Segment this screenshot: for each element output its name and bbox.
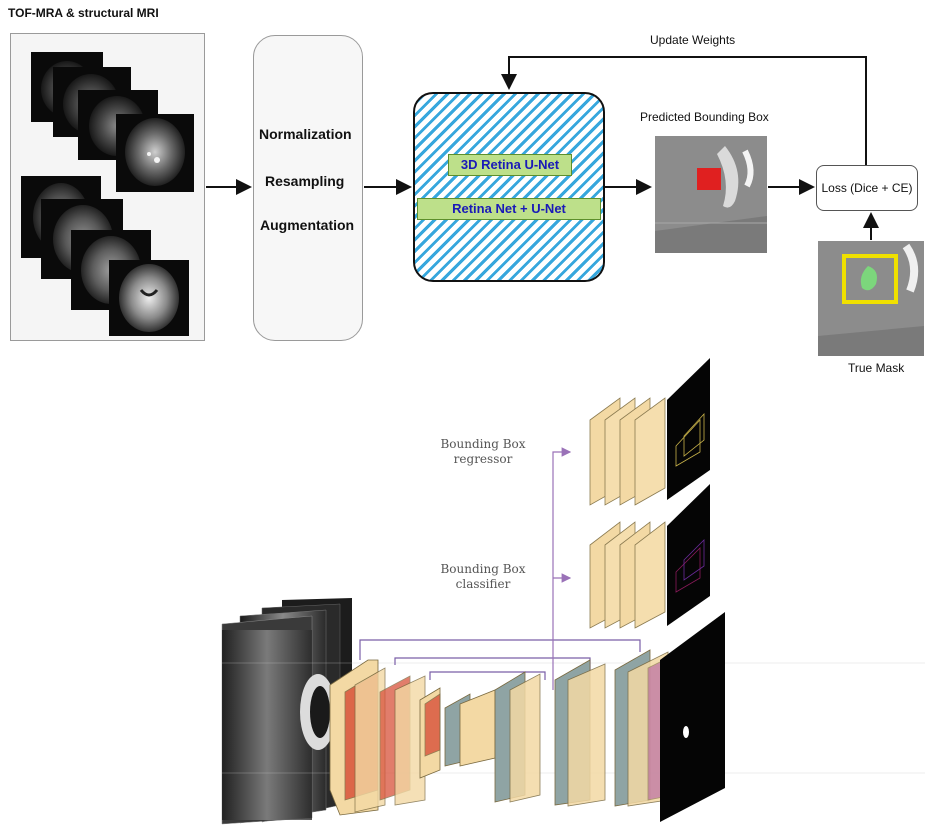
step-augmentation: Augmentation xyxy=(260,217,355,233)
true-mask-label: True Mask xyxy=(848,361,905,375)
model-label-3d-retina-unet: 3D Retina U-Net xyxy=(448,154,572,176)
bbox-regressor-label: Bounding Box regressor xyxy=(428,437,538,467)
classifier-head xyxy=(589,484,710,629)
predicted-bbox-image xyxy=(655,136,767,253)
loss-box: Loss (Dice + CE) xyxy=(816,165,918,211)
bbox-classifier-line1: Bounding Box xyxy=(440,562,526,576)
encoder-blocks xyxy=(329,659,496,816)
bbox-regressor-line2: regressor xyxy=(453,452,513,466)
figure-title: TOF-MRA & structural MRI xyxy=(8,6,159,20)
predicted-red-box xyxy=(697,168,721,190)
output-mask xyxy=(660,612,725,822)
update-weights-label: Update Weights xyxy=(650,33,736,47)
preprocessing-box: Normalization Resampling Augmentation xyxy=(253,35,363,341)
bbox-classifier-label: Bounding Box classifier xyxy=(428,562,538,592)
true-mask-frame xyxy=(842,254,898,304)
bbox-regressor-line1: Bounding Box xyxy=(440,437,526,451)
tof-mra-slices xyxy=(31,52,194,192)
step-normalization: Normalization xyxy=(259,126,352,142)
bbox-classifier-line2: classifier xyxy=(455,577,511,591)
regressor-head xyxy=(589,358,710,506)
structural-mri-slices xyxy=(21,176,189,336)
model-box: 3D Retina U-Net Retina Net + U-Net xyxy=(413,92,605,282)
decoder-blocks xyxy=(494,649,669,807)
mri-input-panel xyxy=(10,33,205,341)
model-label-retina-net-unet: Retina Net + U-Net xyxy=(417,198,601,220)
input-volume-stack xyxy=(221,598,925,825)
step-resampling: Resampling xyxy=(265,173,345,189)
predicted-bbox-label: Predicted Bounding Box xyxy=(640,110,769,124)
true-mask-image xyxy=(818,241,924,356)
mri-slices-stack xyxy=(21,52,194,336)
